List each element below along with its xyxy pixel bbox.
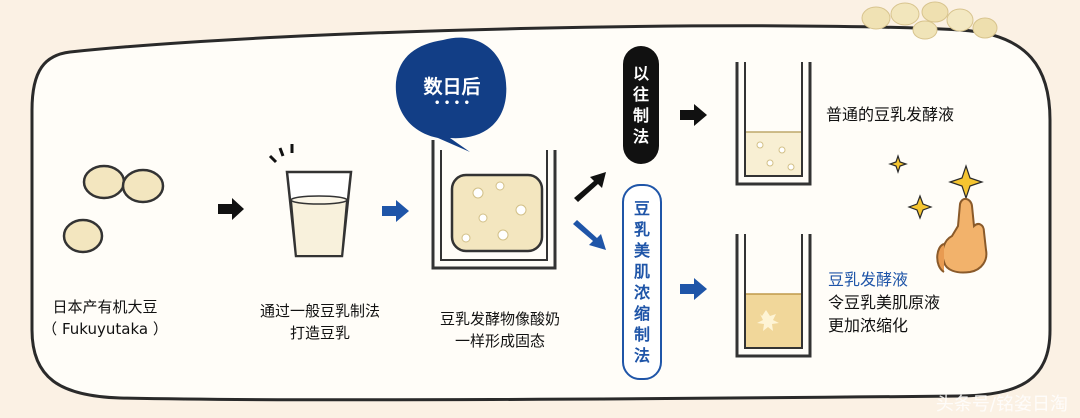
concentrated-tab-char: 制 — [633, 325, 650, 344]
days-later-dots: • • • • — [433, 98, 470, 109]
conventional-tab-char: 往 — [632, 85, 649, 104]
soybeans-icon — [62, 164, 165, 254]
concentrated-result-label: 豆乳发酵液 令豆乳美肌原液 更加浓缩化 — [828, 268, 940, 337]
concentrated-tab-char: 法 — [633, 346, 650, 365]
step-1-label: 日本产有机大豆 （ Fukuyutaka ） — [40, 296, 170, 340]
step-2-line-1: 通过一般豆乳制法 — [259, 302, 380, 320]
step-2-line-2: 打造豆乳 — [289, 324, 350, 342]
soybean-cluster-icon — [861, 1, 998, 40]
step-2-label: 通过一般豆乳制法 打造豆乳 — [245, 300, 395, 344]
concentrated-tab-char: 乳 — [633, 220, 650, 239]
arrow-3-icon — [680, 104, 707, 126]
conventional-tab-char: 以 — [632, 64, 649, 83]
step-3-label: 豆乳发酵物像酸奶 一样形成固态 — [420, 308, 580, 352]
thumbs-up-icon — [936, 198, 988, 274]
concentrated-tab-char: 浓 — [633, 283, 650, 302]
conventional-method-tab: 以 往 制 法 — [623, 46, 659, 164]
concentrated-result-line-2: 令豆乳美肌原液 — [828, 293, 941, 312]
arrow-down-right-icon — [573, 220, 606, 250]
soy-milk-glass-icon — [268, 144, 353, 258]
conventional-tab-char: 法 — [632, 127, 649, 146]
concentrated-tab-char: 肌 — [633, 262, 650, 281]
concentrated-tab-char: 缩 — [633, 304, 650, 323]
conventional-cup-icon — [735, 62, 812, 186]
concentrated-method-tab: 豆 乳 美 肌 浓 缩 制 法 — [622, 184, 662, 380]
step-1-line-1: 日本产有机大豆 — [52, 298, 158, 316]
days-later-text: 数日后 — [423, 76, 481, 98]
concentrated-cup-icon — [735, 234, 812, 358]
step-3-line-1: 豆乳发酵物像酸奶 — [439, 310, 560, 328]
step-1-line-2: （ Fukuyutaka ） — [42, 320, 168, 338]
arrow-4-icon — [680, 278, 707, 300]
step-3-line-2: 一样形成固态 — [454, 332, 545, 350]
concentrated-result-title: 豆乳发酵液 — [828, 270, 909, 289]
arrow-1-icon — [218, 198, 244, 220]
watermark-text: 头条号/铭姿日淘 — [935, 394, 1068, 415]
arrow-up-right-icon — [574, 172, 606, 202]
days-later-bubble — [395, 37, 507, 152]
arrow-2-icon — [382, 200, 409, 222]
conventional-result-label: 普通的豆乳发酵液 — [826, 105, 955, 124]
concentrated-result-line-3: 更加浓缩化 — [828, 316, 909, 335]
concentrated-tab-char: 美 — [633, 241, 650, 260]
concentrated-tab-char: 豆 — [633, 199, 650, 218]
fermentation-container-icon — [431, 140, 557, 270]
conventional-tab-char: 制 — [632, 106, 649, 125]
